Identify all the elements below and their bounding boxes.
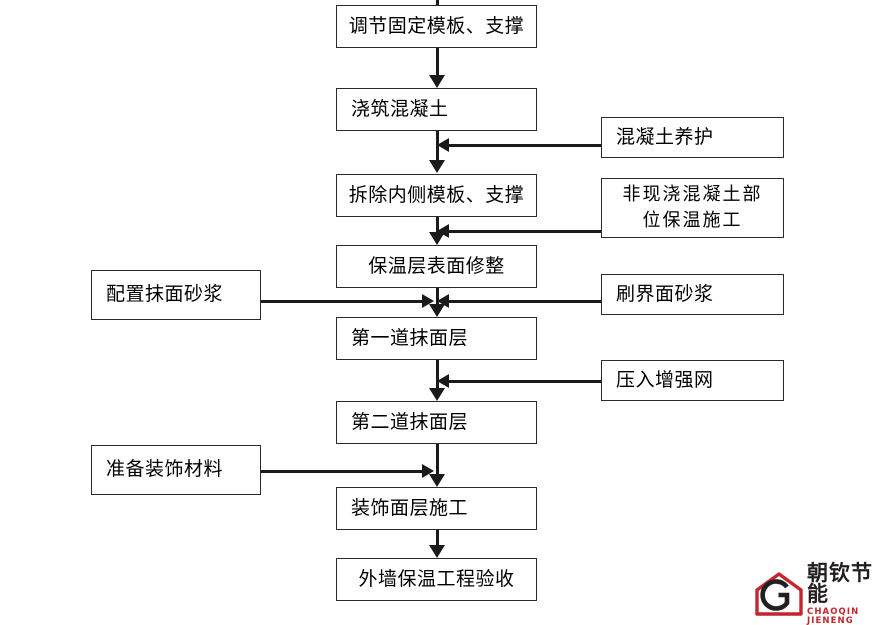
edge-n7-n8 <box>436 530 439 548</box>
edge-r3-main <box>448 300 601 303</box>
node-brush-interface-mortar[interactable]: 刷界面砂浆 <box>601 274 784 315</box>
edge-r2-main <box>448 230 601 233</box>
node-second-plaster-layer[interactable]: 第二道抹面层 <box>336 401 537 444</box>
node-insulation-surface-trim[interactable]: 保温层表面修整 <box>336 245 537 288</box>
logo-house-g-icon <box>753 571 805 617</box>
node-adjust-fix-formwork[interactable]: 调节固定模板、支撑 <box>336 5 537 48</box>
arrowhead-n2-n3 <box>429 160 445 173</box>
logo-pinyin-name: CHAOQIN JIENENG <box>807 607 860 625</box>
edge-l2-main <box>261 470 423 473</box>
arrowhead-n1-n2 <box>429 75 445 88</box>
node-decorative-finish[interactable]: 装饰面层施工 <box>336 487 537 530</box>
arrowhead-r1 <box>437 138 449 152</box>
node-press-reinforcing-mesh[interactable]: 压入增强网 <box>601 360 784 401</box>
edge-r1-main <box>448 144 601 147</box>
node-pour-concrete[interactable]: 浇筑混凝土 <box>336 88 537 131</box>
arrowhead-n5-n6 <box>429 388 445 401</box>
edge-r4-main <box>448 380 601 383</box>
node-concrete-curing[interactable]: 混凝土养护 <box>601 117 784 158</box>
arrowhead-r4 <box>437 374 449 388</box>
node-prepare-plaster-mortar[interactable]: 配置抹面砂浆 <box>91 270 261 320</box>
logo-wordmark: 朝钦节能 CHAOQIN JIENENG <box>807 563 893 625</box>
node-non-cast-insulation[interactable]: 非现浇混凝土部 位保温施工 <box>601 178 784 238</box>
edge-n1-n2 <box>436 48 439 78</box>
logo-chinese-name: 朝钦节能 <box>807 561 873 606</box>
node-prepare-decorative-materials[interactable]: 准备装饰材料 <box>91 445 261 495</box>
node-remove-inner-formwork[interactable]: 拆除内侧模板、支撑 <box>336 174 537 217</box>
node-wall-insulation-acceptance[interactable]: 外墙保温工程验收 <box>336 558 537 601</box>
top-entry-stub <box>436 0 439 6</box>
arrowhead-n7-n8 <box>429 545 445 558</box>
node-first-plaster-layer[interactable]: 第一道抹面层 <box>336 317 537 360</box>
edge-l1-main <box>261 300 423 303</box>
arrowhead-l1 <box>422 294 434 308</box>
edge-n6-n7 <box>436 444 439 476</box>
company-logo: 朝钦节能 CHAOQIN JIENENG <box>753 563 893 625</box>
arrowhead-l2 <box>422 464 434 478</box>
arrowhead-r2 <box>437 224 449 238</box>
arrowhead-r3 <box>437 294 449 308</box>
